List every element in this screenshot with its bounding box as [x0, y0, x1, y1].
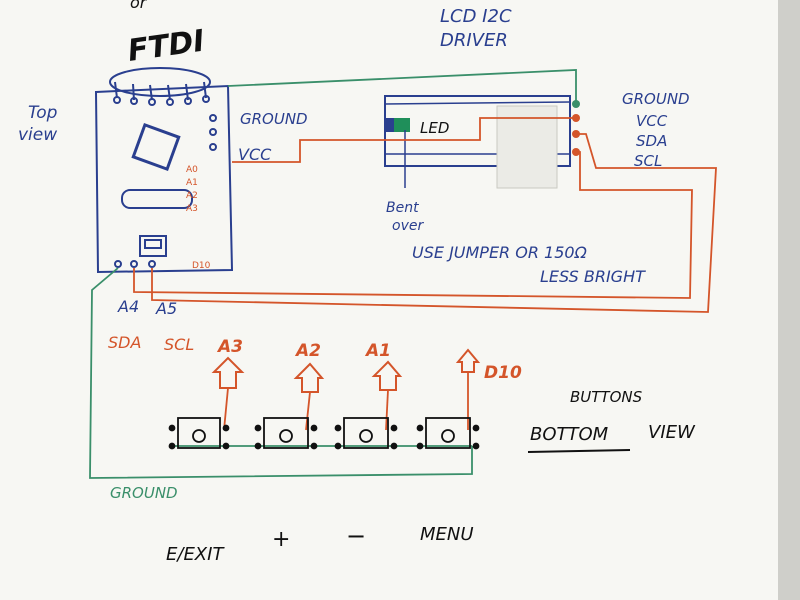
bottom-label: BOTTOM: [530, 424, 609, 445]
lcd-title-line1: LCD I2C: [440, 6, 512, 27]
pin-arrows: [211, 348, 481, 393]
button-plus: [254, 417, 318, 450]
buttons: [168, 417, 480, 450]
sda-label-bottom: SDA: [108, 333, 141, 352]
jumper-note-line1: USE JUMPER OR 150Ω: [412, 243, 588, 262]
lcd-module: [384, 95, 571, 189]
ftdi-header: [109, 67, 211, 106]
ground-label-left: GROUND: [240, 110, 308, 128]
lcd-scl-label: SCL: [634, 152, 662, 170]
btn-menu-label: MENU: [420, 524, 474, 545]
bottom-underline: [527, 449, 631, 453]
a3-label: A3: [216, 337, 243, 357]
button-minus: [334, 417, 398, 450]
board-pin-d10: D10: [192, 261, 211, 271]
d10-label: D10: [484, 363, 522, 383]
ftdi-or-label: or: [130, 0, 148, 12]
board-pin-a2: A2: [186, 191, 198, 201]
scl-label-bottom: SCL: [164, 335, 194, 354]
lcd-ground-label: GROUND: [622, 90, 690, 108]
vcc-label-left: VCC: [238, 145, 272, 164]
button-menu: [416, 417, 480, 450]
paper: [0, 0, 778, 600]
board-pin-a1: A1: [186, 178, 198, 188]
bview-label: VIEW: [648, 422, 696, 443]
wires: [89, 69, 717, 479]
a4-label: A4: [117, 297, 139, 316]
buttons-label: BUTTONS: [570, 388, 643, 406]
paper-shadow-edge: [778, 0, 800, 600]
arduino-board: [94, 84, 234, 274]
btn-plus-label: +: [272, 527, 290, 552]
lcd-vcc-label: VCC: [636, 112, 668, 130]
button-exit: [168, 417, 230, 450]
btn-minus-label: −: [346, 522, 366, 550]
ground-label-bottom: GROUND: [110, 484, 178, 502]
top-label: Top: [28, 103, 58, 123]
view-label: view: [18, 125, 57, 145]
a5-label: A5: [155, 299, 177, 318]
lcd-title-line2: DRIVER: [440, 30, 508, 51]
bent-label: Bent: [386, 200, 419, 216]
over-label: over: [392, 218, 424, 234]
lcd-sda-label: SDA: [636, 132, 667, 150]
jumper-note-line2: LESS BRIGHT: [540, 267, 646, 286]
btn-exit-label: E/EXIT: [166, 544, 225, 565]
a2-label: A2: [294, 341, 321, 361]
led-label: LED: [420, 119, 449, 137]
a1-label: A1: [364, 341, 391, 361]
board-pin-a0: A0: [186, 165, 198, 175]
board-pin-a3: A3: [186, 204, 198, 214]
